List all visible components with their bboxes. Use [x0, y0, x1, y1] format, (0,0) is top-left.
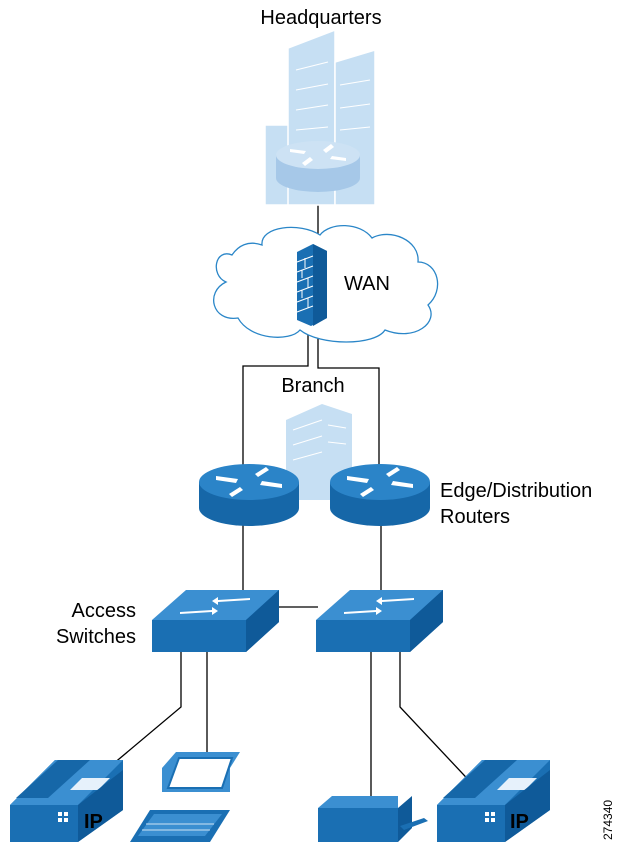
- label-edge-routers-line1: Edge/Distribution: [440, 480, 592, 502]
- label-edge-routers-line2: Routers: [440, 506, 510, 528]
- connection-lines: [93, 205, 479, 808]
- label-access-switches-line1: Access: [72, 600, 136, 622]
- label-access-switches-line2: Switches: [56, 626, 136, 648]
- link-wan-router-left: [242, 326, 309, 465]
- access-switch-right-icon: [316, 590, 443, 652]
- access-switch-left-icon: [152, 590, 279, 652]
- label-headquarters: Headquarters: [260, 7, 381, 29]
- figure-id: 274340: [601, 800, 615, 840]
- ip-badge-left: IP: [84, 811, 103, 833]
- edge-router-left-icon: [199, 464, 299, 526]
- printer-icon: [318, 796, 428, 842]
- link-wan-router-right: [317, 326, 380, 465]
- firewall-icon: [296, 244, 327, 326]
- laptop-icon: [130, 752, 240, 842]
- edge-router-right-icon: [330, 464, 430, 526]
- ip-phone-right-icon: IP: [437, 760, 550, 842]
- link-switch-right-phone: [399, 650, 479, 791]
- headquarters-router-icon: [276, 141, 360, 192]
- link-switch-left-phone: [93, 650, 182, 781]
- ip-badge-right: IP: [510, 811, 529, 833]
- ip-phone-left-icon: IP: [10, 760, 123, 842]
- label-wan: WAN: [344, 273, 390, 295]
- label-branch: Branch: [281, 375, 344, 397]
